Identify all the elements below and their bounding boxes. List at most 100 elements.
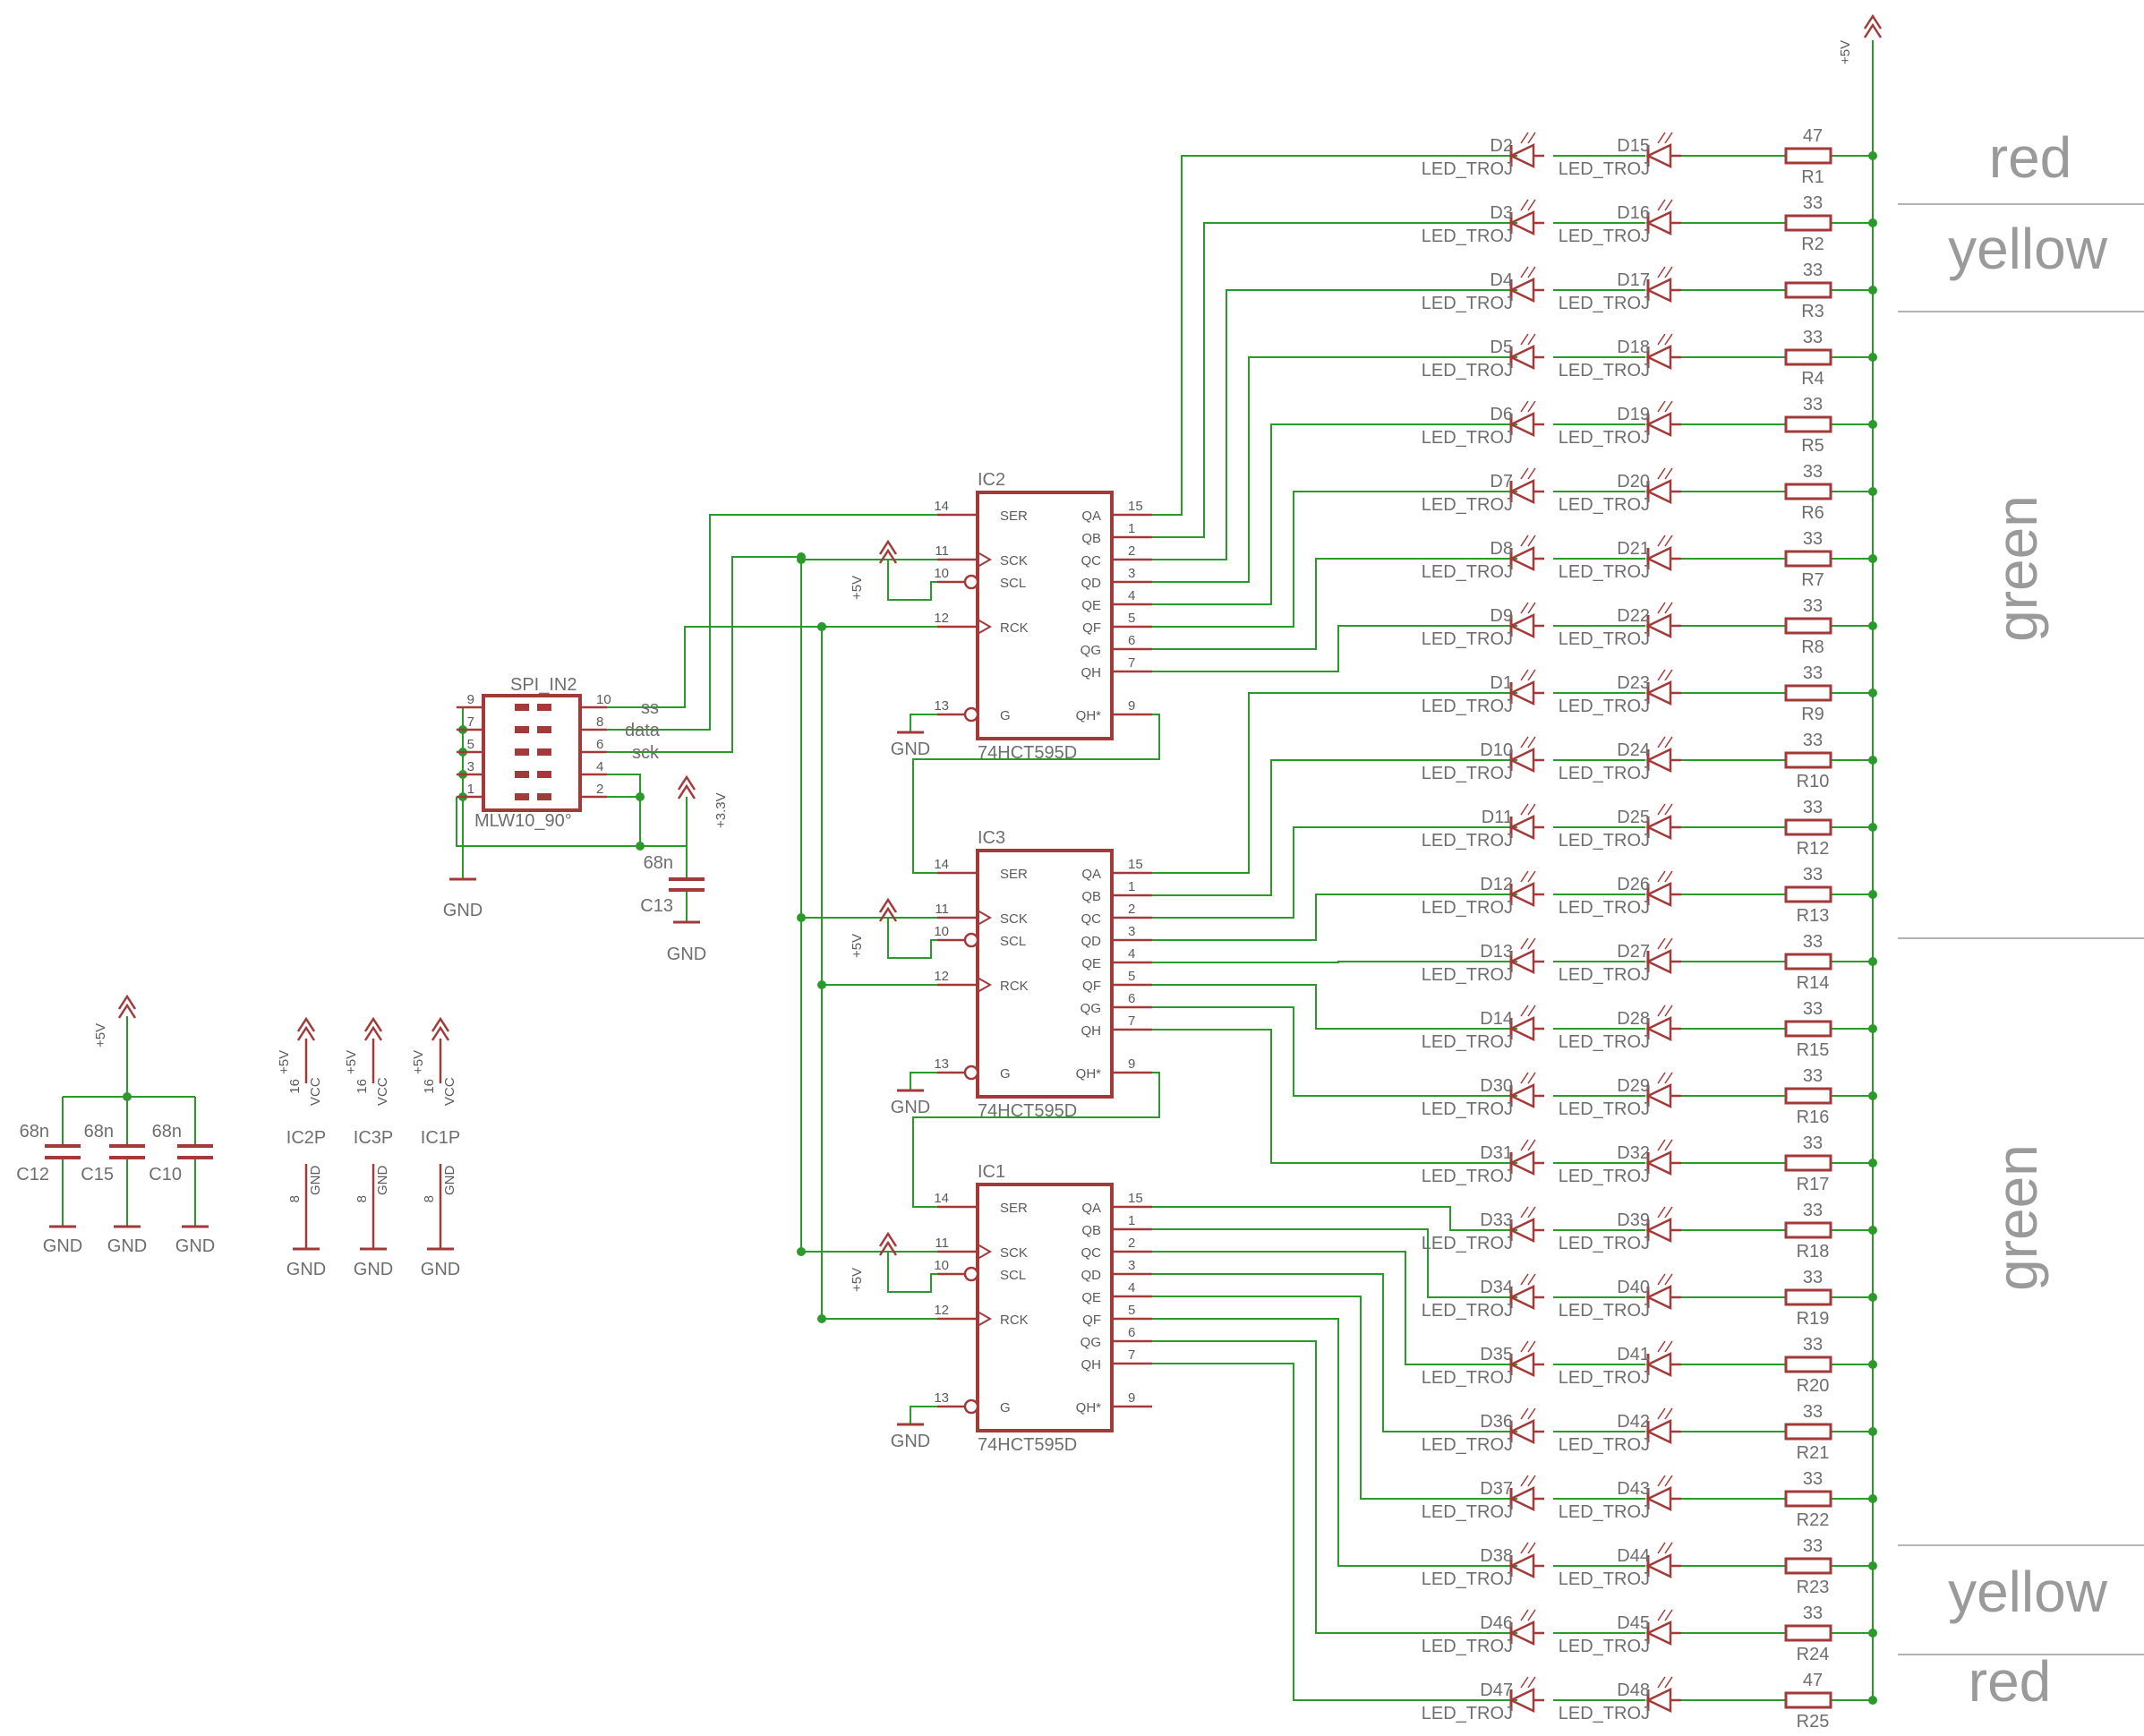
led-ray — [1664, 1340, 1673, 1353]
led-ray — [1527, 132, 1536, 144]
resistor-ref: R10 — [1797, 772, 1830, 791]
ic-pin-name: QF — [1082, 620, 1101, 636]
vcc-label: +5V — [411, 1050, 426, 1074]
resistor-ref: R6 — [1801, 503, 1824, 523]
led-value: LED_TROJ — [1422, 1569, 1513, 1589]
led-ray — [1664, 132, 1673, 144]
led-ray — [1664, 736, 1673, 748]
shift-register-body — [976, 849, 1114, 1099]
led-ray — [1527, 870, 1536, 883]
band-label-red: red — [1969, 1649, 2052, 1714]
resistor-value: 33 — [1803, 932, 1823, 952]
led-icon — [1645, 1688, 1672, 1713]
junction-dot — [797, 913, 806, 922]
resistor-value: 33 — [1803, 1536, 1823, 1556]
gnd-label: GND — [443, 901, 483, 920]
led-value: LED_TROJ — [1559, 1032, 1650, 1052]
ic-pin-number: 12 — [934, 969, 949, 984]
led-value: LED_TROJ — [1559, 898, 1650, 918]
led-ref: D34 — [1480, 1278, 1513, 1297]
ic-pin-name: SER — [1000, 509, 1028, 524]
power-pin-name: GND — [442, 1166, 457, 1196]
clock-triangle — [977, 1244, 993, 1260]
power-pin-number: 8 — [354, 1195, 370, 1202]
connector-slot — [537, 771, 551, 778]
resistor-value: 47 — [1803, 126, 1823, 146]
led-ray — [1664, 400, 1673, 413]
band-label-yellow: yellow — [1948, 217, 2108, 281]
power-arrow-icon — [677, 774, 696, 791]
ic-pin-number: 11 — [935, 543, 949, 559]
power-part-name: IC2P — [286, 1128, 326, 1148]
resistor — [1784, 818, 1832, 836]
led-ref: D7 — [1490, 472, 1513, 492]
led-ray — [1657, 602, 1666, 614]
resistor-value: 33 — [1803, 865, 1823, 885]
resistor-ref: R19 — [1797, 1309, 1830, 1329]
resistor-ref: R8 — [1801, 637, 1824, 657]
ic-pin-number: 14 — [934, 499, 949, 514]
gnd-label: GND — [891, 1098, 930, 1117]
led-ref: D22 — [1617, 606, 1650, 626]
output-route — [1152, 423, 1508, 605]
led-ref: D1 — [1490, 673, 1513, 693]
ic-pin-name: QB — [1081, 889, 1101, 904]
led-ref: D2 — [1490, 136, 1513, 156]
output-route — [1152, 222, 1508, 538]
inversion-bubble — [963, 1065, 979, 1081]
led-ref: D5 — [1490, 338, 1513, 357]
vcc33-label: +3.3V — [713, 792, 729, 828]
led-ray — [1527, 1609, 1536, 1621]
power-arrow-icon — [878, 1231, 898, 1247]
junction-dot — [1868, 1226, 1877, 1235]
power-pin-number: 16 — [422, 1079, 437, 1094]
led-icon — [1645, 143, 1672, 168]
led-ray — [1520, 602, 1529, 614]
led-value: LED_TROJ — [1559, 965, 1650, 985]
led-ref: D36 — [1480, 1412, 1513, 1432]
led-ref: D9 — [1490, 606, 1513, 626]
ic-pin-name: SCK — [1000, 553, 1028, 569]
led-value: LED_TROJ — [1559, 1234, 1650, 1253]
ic-pin-name: G — [1000, 1400, 1011, 1415]
c13-value: 68n — [644, 853, 673, 873]
led-ref: D32 — [1617, 1143, 1650, 1163]
led-value: LED_TROJ — [1422, 1435, 1513, 1455]
led-ray — [1657, 803, 1666, 816]
output-route — [1152, 1296, 1508, 1500]
led-value: LED_TROJ — [1422, 1368, 1513, 1388]
ic-pin-number: 14 — [934, 1191, 949, 1206]
output-route — [1152, 1318, 1508, 1567]
resistor — [1784, 1557, 1832, 1575]
resistor-ref: R12 — [1797, 839, 1830, 859]
led-value: LED_TROJ — [1422, 361, 1513, 381]
led-ray — [1664, 534, 1673, 547]
led-ray — [1527, 1139, 1536, 1151]
led-ray — [1657, 1005, 1666, 1017]
output-route — [1152, 826, 1508, 919]
gnd-label: GND — [891, 740, 930, 759]
power-pin-name: GND — [375, 1166, 390, 1196]
led-value: LED_TROJ — [1559, 629, 1650, 649]
output-route — [1152, 1363, 1508, 1701]
led-ray — [1520, 1072, 1529, 1084]
connector-slot — [537, 793, 551, 800]
led-ray — [1657, 937, 1666, 950]
led-value: LED_TROJ — [1422, 428, 1513, 448]
led-ray — [1664, 333, 1673, 346]
connector-pin-number: 3 — [467, 759, 474, 774]
ic-pin-name: QG — [1081, 1001, 1101, 1016]
junction-dot — [817, 622, 826, 631]
ic-pin-number: 10 — [934, 1258, 949, 1273]
led-ray — [1664, 199, 1673, 211]
led-ray — [1664, 1206, 1673, 1219]
resistor-ref: R5 — [1801, 436, 1824, 456]
led-ray — [1664, 669, 1673, 681]
power-arrow-icon — [296, 1025, 316, 1041]
led-value: LED_TROJ — [1422, 1301, 1513, 1321]
led-ray — [1657, 1407, 1666, 1420]
ic-name: IC2 — [978, 470, 1005, 490]
led-value: LED_TROJ — [1559, 697, 1650, 716]
ic-pin-name: G — [1000, 1066, 1011, 1082]
ic-pin-name: QE — [1081, 598, 1101, 613]
